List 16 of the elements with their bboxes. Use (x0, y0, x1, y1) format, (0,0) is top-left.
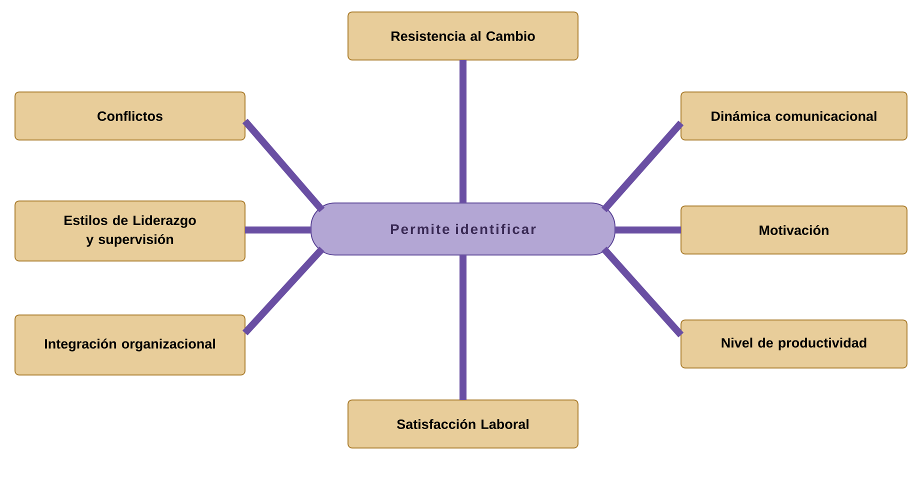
topic-box: Motivación (680, 205, 908, 254)
topic-box: Nivel de productividad (680, 320, 908, 368)
topic-box: Estilos de Liderazgo y supervisión (14, 200, 246, 262)
connector-line (460, 255, 466, 400)
topic-box: Resistencia al Cambio (348, 12, 578, 60)
topic-box: Satisfacción Laboral (348, 399, 578, 448)
connector-line (460, 60, 466, 203)
connector-line (242, 246, 325, 336)
connector-line (242, 118, 325, 212)
connector-line (601, 246, 684, 338)
topic-box: Conflictos (14, 92, 246, 140)
connector-line (615, 226, 681, 234)
connector-line (601, 120, 684, 212)
topic-box: Integración organizacional (14, 314, 246, 376)
topic-box: Dinámica comunicacional (680, 92, 908, 140)
connector-line (245, 226, 311, 234)
